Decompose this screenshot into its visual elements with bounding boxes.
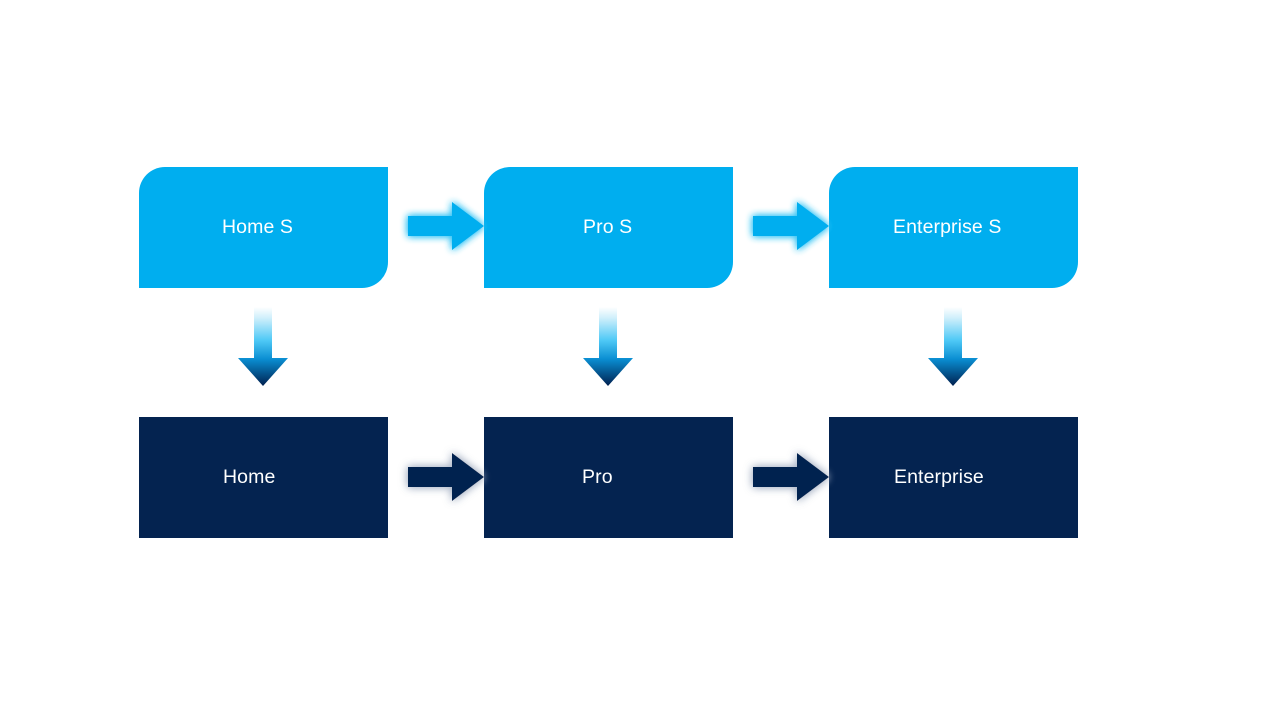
arrow-down-icon <box>923 305 983 389</box>
arrow-down-icon <box>233 305 293 389</box>
arrow-down-icon <box>578 305 638 389</box>
tile-label: Enterprise <box>894 465 984 488</box>
tile-label: Pro S <box>583 215 633 238</box>
tile-pro[interactable]: Pro <box>484 417 733 538</box>
tile-enterprise[interactable]: Enterprise <box>829 417 1078 538</box>
arrow-right-icon <box>749 195 833 257</box>
tile-home-s[interactable]: Home S <box>139 167 388 288</box>
tile-label: Pro <box>582 465 613 488</box>
arrow-right-icon <box>404 195 488 257</box>
tile-enterprise-s[interactable]: Enterprise S <box>829 167 1078 288</box>
arrow-right-icon <box>749 446 833 508</box>
tile-home[interactable]: Home <box>139 417 388 538</box>
tile-label: Home <box>223 465 276 488</box>
tile-pro-s[interactable]: Pro S <box>484 167 733 288</box>
arrow-right-icon <box>404 446 488 508</box>
tile-label: Enterprise S <box>893 215 1002 238</box>
tile-label: Home S <box>222 215 294 238</box>
